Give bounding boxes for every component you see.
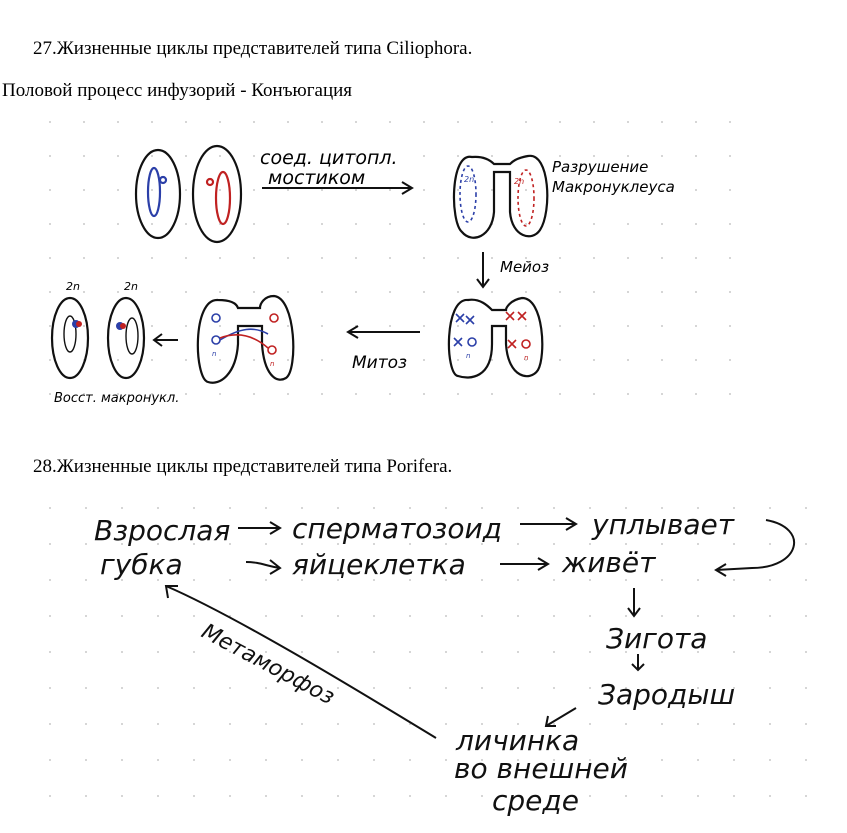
swims-label: уплывает [591,508,735,541]
zygote-label: Зигота [606,622,707,655]
adult-sponge-line1: Взрослая [94,514,230,547]
lives-label: живёт [561,546,656,579]
embryo-label: Зародыш [598,678,735,711]
conjugation-diagram: соед. цитопл. мостиком 2n 2n Разрушение … [40,112,740,422]
mitosis-label: Митоз [352,353,407,373]
ploidy-label-red: 2n [514,177,524,186]
destruction-label-1: Разрушение [552,158,648,176]
adult-sponge-line2: губка [100,548,183,581]
destruction-label-2: Макронуклеуса [552,178,675,196]
red-nucleus [205,170,232,226]
bridge-label-1: соед. цитопл. [260,147,398,169]
bridge-label-2: мостиком [268,167,365,189]
exchange-ciliates [196,294,295,384]
restore-label: Восст. макронукл. [54,391,179,406]
ploidy-label-blue: 2n [464,175,474,184]
section-28-heading: 28.Жизненные циклы представителей типа P… [33,456,453,477]
lifecycle-arrows [164,517,796,739]
ploidy-right: 2n [124,280,138,293]
restored-ciliates [50,296,146,380]
joined-ciliates [452,154,549,239]
down-arrow [476,252,490,289]
metamorphosis-label: Метаморфоз [197,619,338,710]
sperm-label: сперматозоид [292,512,502,545]
meiosis-ciliates [447,296,544,379]
larva-line2: во внешней [454,752,628,785]
conjugation-subheading: Половой процесс инфузорий - Конъюгация [2,80,353,101]
separate-ciliates [134,144,243,244]
section-27-heading: 27.Жизненные циклы представителей типа C… [33,38,473,59]
right-arrow [262,181,414,195]
porifera-lifecycle-diagram: Взрослая губка сперматозоид яйцеклетка у… [40,498,820,828]
larva-line1: личинка [455,724,579,757]
svg-text:n: n [270,360,274,368]
left-arrow-mitosis [346,325,420,339]
meiosis-label: Мейоз [500,258,549,276]
svg-text:n: n [212,350,216,358]
left-arrow-final [152,333,178,347]
blue-nucleus [146,166,168,218]
larva-line3: среде [492,784,579,817]
ploidy-left: 2n [66,280,80,293]
svg-text:n: n [466,352,470,360]
svg-text:n: n [524,354,528,362]
egg-label: яйцеклетка [292,548,466,581]
